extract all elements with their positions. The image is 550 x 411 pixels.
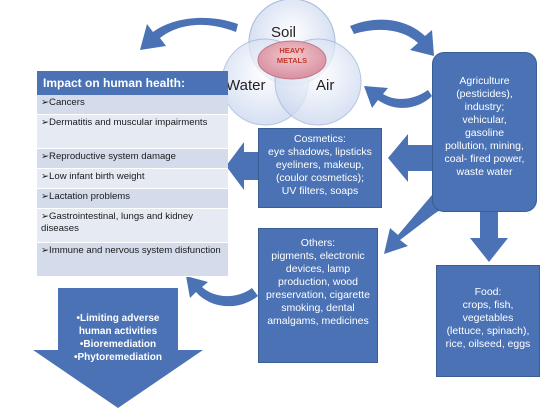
sources-line: coal- fired power, [444,153,525,165]
food-line: Food: [474,286,502,298]
cosmetics-line: UV filters, soaps [281,185,359,197]
food-line: rice, oilseed, eggs [445,338,531,350]
cosmetics-line: eyeliners, makeup, [275,159,365,171]
remediation-arrow [33,288,203,408]
food-box: Food: crops, fish, vegetables (lettuce, … [436,265,540,377]
food-line: crops, fish, [462,299,514,311]
remediation-text: •Limiting adverse human activities •Bior… [62,312,174,364]
health-item-lactation: ➢Lactation problems [37,189,228,209]
heavy-metals-line-1: HEAVY [279,46,305,55]
curved-arrow-sources-to-venn [364,86,432,108]
sources-box: Agriculture (pesticides), industry; vehi… [432,52,537,212]
remediation-line: •Bioremediation [79,339,157,350]
remediation-line: •Phytoremediation [74,352,162,363]
health-item-reproductive: ➢Reproductive system damage [37,149,228,169]
remediation-line: •Limiting adverse [76,313,160,324]
others-line: amalgams, medicines [267,315,369,327]
arrow-sources-to-others [384,195,448,254]
health-impact-title: Impact on human health: [37,71,228,95]
others-line: Others: [300,237,336,249]
health-item-birth-weight: ➢Low infant birth weight [37,169,228,189]
health-impact-box: Impact on human health: ➢Cancers ➢Dermat… [37,71,228,277]
remediation-line: human activities [78,326,158,337]
food-line: (lettuce, spinach), [446,325,530,337]
sources-line: industry; [464,101,505,113]
others-line: preservation, cigarette [266,289,370,301]
venn-label-air: Air [316,77,335,94]
arrow-sources-to-food [470,212,508,262]
health-item-cancers: ➢Cancers [37,95,228,115]
venn-label-soil: Soil [271,24,297,41]
heavy-metals-label: HEAVY METALS [258,46,326,66]
curved-arrow-to-sources [350,19,434,56]
health-item-gastrointestinal: ➢Gastrointestinal, lungs and kidney dise… [37,209,228,243]
sources-line: waste water [456,166,513,178]
venn-label-water: Water [226,77,266,94]
sources-line: vehicular, [462,114,507,126]
food-line: vegetables [462,312,514,324]
cosmetics-line: eye shadows, lipsticks [268,146,372,158]
others-line: smoking, dental [281,302,355,314]
curved-arrow-to-health [140,17,238,50]
arrow-sources-to-cosmetics [388,134,432,182]
cosmetics-line: (coulor cosmetics); [275,172,365,184]
others-line: devices, lamp [285,263,351,275]
heavy-metals-line-2: METALS [276,56,308,65]
health-item-dermatitis: ➢Dermatitis and muscular impairments [37,115,228,149]
others-line: production, wood [278,276,358,288]
sources-line: pollution, mining, [445,140,524,152]
curved-arrow-others-to-health [186,276,258,307]
sources-line: Agriculture [459,75,510,87]
sources-line: gasoline [464,127,505,139]
health-item-immune: ➢Immune and nervous system disfunction [37,243,228,277]
cosmetics-line: Cosmetics: [294,133,346,145]
sources-line: (pesticides), [456,88,513,100]
arrow-cosmetics-to-health [226,142,258,190]
others-box: Others: pigments, electronic devices, la… [258,228,378,363]
heavy-metals-ellipse [257,40,327,80]
others-line: pigments, electronic [271,250,365,262]
cosmetics-box: Cosmetics: eye shadows, lipsticks eyelin… [258,128,382,208]
